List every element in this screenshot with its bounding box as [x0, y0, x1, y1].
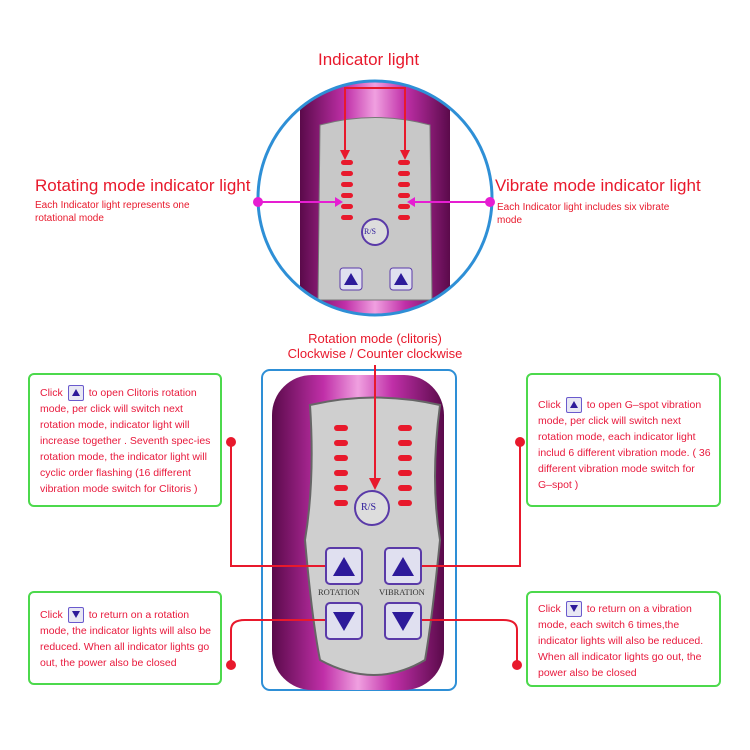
- indicator-led: [398, 182, 410, 187]
- indicator-led: [398, 204, 410, 209]
- rotating-mode-desc: Each Indicator light represents one rota…: [35, 200, 190, 224]
- vibration-label: VIBRATION: [379, 587, 425, 597]
- click-label: Click: [538, 399, 561, 411]
- indicator-led: [341, 204, 353, 209]
- indicator-led: [341, 182, 353, 187]
- rs-button-top: R/S: [364, 227, 377, 236]
- indicator-led: [341, 160, 353, 165]
- indicator-led: [398, 500, 412, 506]
- indicator-led: [334, 470, 348, 476]
- rotation-label: ROTATION: [318, 587, 360, 597]
- indicator-led: [334, 455, 348, 461]
- rs-button[interactable]: R/S: [361, 502, 377, 513]
- rotation-mode-sub: Clockwise / Counter clockwise: [287, 346, 463, 361]
- indicator-led: [398, 470, 412, 476]
- indicator-led: [341, 193, 353, 198]
- down-button-icon: [565, 601, 582, 618]
- info-text: to open Clitoris rotation mode, per clic…: [40, 387, 211, 496]
- rotating-mode-title: Rotating mode indicator light: [35, 176, 251, 195]
- indicator-led: [334, 440, 348, 446]
- indicator-led: [398, 485, 412, 491]
- indicator-led: [398, 160, 410, 165]
- indicator-led: [398, 425, 412, 431]
- info-text: to return on a rotation mode, the indica…: [40, 609, 212, 670]
- indicator-led: [398, 455, 412, 461]
- indicator-led: [334, 485, 348, 491]
- vibrate-mode-desc: Each Indicator light includes six vibrat…: [497, 202, 670, 226]
- up-button-icon: [565, 397, 582, 414]
- indicator-light-label: Indicator light: [318, 50, 420, 69]
- indicator-led: [341, 171, 353, 176]
- indicator-led: [398, 193, 410, 198]
- indicator-led: [334, 500, 348, 506]
- click-label: Click: [40, 387, 63, 399]
- info-text: to open G–spot vibration mode, per click…: [538, 399, 711, 492]
- vibrate-mode-title: Vibrate mode indicator light: [495, 176, 701, 195]
- rotation-mode-title: Rotation mode (clitoris): [308, 331, 442, 346]
- indicator-led: [398, 171, 410, 176]
- down-button-icon: [67, 607, 84, 624]
- indicator-led: [398, 440, 412, 446]
- click-label: Click: [40, 609, 63, 621]
- indicator-led: [334, 425, 348, 431]
- indicator-led: [398, 215, 410, 220]
- zoom-circle-device: [258, 81, 492, 315]
- up-button-icon: [67, 385, 84, 402]
- info-text: to return on a vibration mode, each swit…: [538, 603, 704, 680]
- indicator-led: [341, 215, 353, 220]
- click-label: Click: [538, 603, 561, 615]
